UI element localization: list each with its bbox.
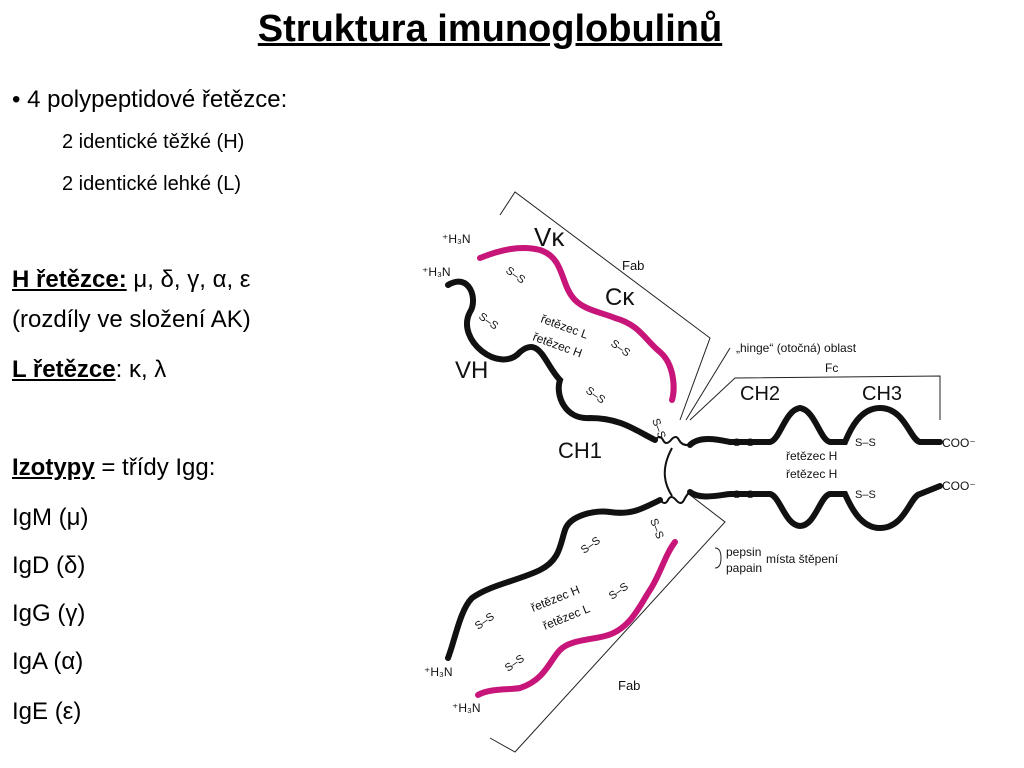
bullet-marker: • [12, 86, 21, 113]
ch1-label: CH1 [558, 438, 602, 463]
fc-chain-lower [687, 483, 943, 532]
ss-bond: S–S [647, 517, 665, 541]
ss-bond: S–S [733, 489, 754, 501]
ss-bond: S–S [476, 311, 500, 333]
isotype-item: IgD (δ) [12, 552, 86, 579]
sub-item-heavy: 2 identické těžké (H) [62, 131, 245, 153]
light-chain-top [477, 245, 677, 403]
slide-title: Struktura imunoglobulinů [257, 8, 723, 50]
coo-label-2: COO⁻ [942, 479, 976, 493]
ss-bond: S–S [733, 437, 754, 449]
nterm-label-4: ⁺H₃N [452, 701, 481, 715]
cleavage-bracket [714, 547, 722, 569]
ss-bond: S–S [503, 265, 527, 287]
pepsin-label: pepsin [726, 545, 761, 559]
ch2-label: CH2 [740, 383, 780, 405]
cleavage-label: místa štěpení [766, 552, 839, 566]
fab-bottom-label: Fab [618, 678, 640, 693]
ck-label: Cκ [605, 284, 635, 311]
nterm-label-1: ⁺H₃N [442, 232, 471, 246]
l-chains-line: L řetězce: κ, λ [12, 356, 166, 384]
hinge-label: „hinge“ (otočná) oblast [736, 341, 857, 355]
fc-chain-upper [687, 404, 943, 448]
hinge-pointer [685, 347, 731, 421]
ss-bond: S–S [608, 338, 632, 360]
fab-top-frame [499, 191, 711, 421]
l-chains-values: : κ, λ [115, 356, 167, 383]
isotypes-label: Izotypy [12, 454, 95, 481]
fc-chain-1-label: řetězec H [786, 449, 837, 463]
ss-bond: S–S [579, 535, 603, 557]
ss-bond: S–S [473, 611, 497, 633]
isotype-item: IgM (μ) [12, 504, 89, 531]
fab-top-label: Fab [622, 258, 644, 273]
ss-bond: S–S [607, 581, 631, 603]
h-chains-values: μ, δ, γ, α, ε [126, 266, 251, 293]
ss-bond: S–S [855, 489, 876, 501]
fc-label: Fc [825, 361, 838, 375]
nterm-label-2: ⁺H₃N [422, 265, 451, 279]
nterm-label-3: ⁺H₃N [424, 665, 453, 679]
vh-label: VH [455, 357, 488, 384]
isotypes-text: = třídy Igg: [94, 454, 216, 481]
sub-item-light: 2 identické lehké (L) [62, 173, 241, 195]
hinge-lower [659, 491, 691, 504]
isotype-item: IgE (ε) [12, 698, 82, 725]
h-chains-line: H řetězce: μ, δ, γ, α, ε [12, 266, 251, 294]
vk-label: Vκ [534, 222, 565, 252]
hinge-upper [654, 436, 691, 447]
fc-frame [689, 375, 941, 421]
fc-chain-2-label: řetězec H [786, 467, 837, 481]
l-chains-label: L řetězce [12, 356, 116, 383]
ch3-label: CH3 [862, 383, 902, 405]
papain-label: papain [726, 561, 762, 575]
h-chains-note: (rozdíly ve složení AK) [12, 306, 251, 333]
coo-label-1: COO⁻ [942, 436, 976, 450]
isotype-item: IgA (α) [12, 648, 84, 675]
ss-bond: S–S [855, 437, 876, 449]
bullet-line: • 4 polypeptidové řetězce: [12, 86, 287, 114]
ss-bond: S–S [503, 653, 527, 675]
h-chains-label: H řetězce: [12, 266, 127, 293]
hinge-link [663, 447, 673, 497]
isotype-item: IgG (γ) [12, 600, 86, 627]
heavy-chain-bottom [445, 497, 663, 661]
fab-bottom-frame [489, 494, 726, 753]
light-chain-bottom [475, 539, 678, 698]
isotypes-line: Izotypy = třídy Igg: [12, 454, 215, 482]
bullet-text: 4 polypeptidové řetězce: [27, 86, 288, 113]
ss-bond: S–S [583, 385, 607, 407]
heavy-chain-top [445, 278, 658, 443]
